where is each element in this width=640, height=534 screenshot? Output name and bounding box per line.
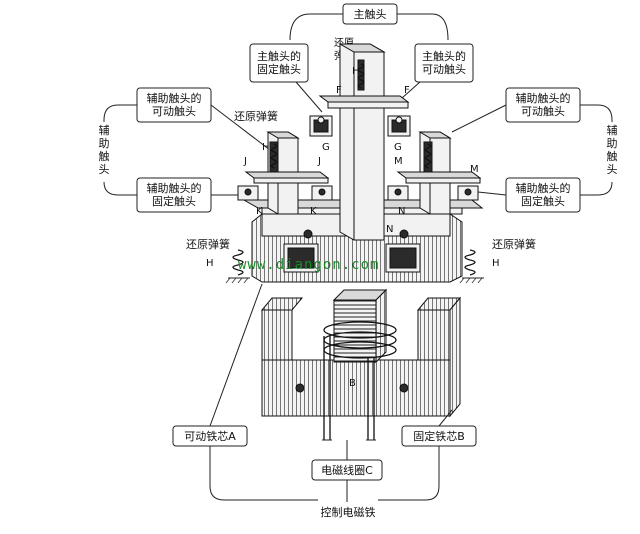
main-contact-label-box <box>342 3 398 25</box>
return-spring-left-label: 还原弹簧 <box>186 237 230 251</box>
letter-N-right: N <box>386 224 393 235</box>
coil-label: 电磁线圈C <box>321 463 373 477</box>
aux-contact-right-bracket: 辅助触头 <box>580 104 622 196</box>
main-fixed-contact-label: 主触头的固定触头 <box>257 49 301 76</box>
letter-B: B <box>349 378 356 389</box>
watermark: www.diangon.com <box>238 257 379 273</box>
fixed-iron-core: B <box>260 296 462 418</box>
main-contact-label: 主触头 <box>354 7 387 21</box>
return-spring-right-label: 还原弹簧 <box>492 237 536 251</box>
control-magnet-label: 控制电磁铁 <box>321 505 376 519</box>
aux-movable-left-callout: 辅助触头的可动触头 <box>136 87 271 151</box>
letter-M-left: M <box>394 156 403 167</box>
main-fixed-contact-callout: 主触头的固定触头 <box>249 43 323 113</box>
letter-H-mid: H <box>262 142 270 153</box>
main-movable-contact-label: 主触头的可动触头 <box>422 49 466 76</box>
fixed-core-label: 固定铁芯B <box>413 429 465 443</box>
aux-fixed-left-callout: 辅助触头的固定触头 <box>136 177 240 213</box>
letter-F-left: F <box>336 85 342 96</box>
letter-F-right: F <box>404 85 410 96</box>
letter-J-left: J <box>243 156 247 167</box>
letter-K-left: K <box>256 206 263 217</box>
aux-contact-left-label: 辅助触头 <box>99 123 110 176</box>
movable-core-callout: 可动铁芯A <box>172 283 263 447</box>
aux-contact-right-label: 辅助触头 <box>607 123 618 176</box>
coil-callout: 电磁线圈C <box>311 440 383 481</box>
electromagnetic-coil <box>322 288 397 441</box>
contact-assembly: H F F G G H J J M <box>225 43 484 284</box>
aux-fixed-right-callout: 辅助触头的固定触头 <box>477 177 581 213</box>
aux-fixed-right-label: 辅助触头的固定触头 <box>516 181 571 208</box>
aux-contact-left-bracket: 辅助触头 <box>94 104 137 196</box>
fixed-core-callout: 固定铁芯B <box>401 409 477 447</box>
movable-core-label: 可动铁芯A <box>184 429 236 443</box>
letter-H-right: H <box>492 258 500 269</box>
letter-M-right: M <box>470 164 479 175</box>
letter-K-right: K <box>310 206 317 217</box>
main-contact-bracket: 主触头 <box>289 3 449 41</box>
aux-fixed-left-label: 辅助触头的固定触头 <box>147 181 202 208</box>
letter-H-top: H <box>352 66 360 77</box>
main-movable-contact-callout: 主触头的可动触头 <box>401 43 474 99</box>
return-spring-mid-label: 还原弹簧 <box>234 109 278 123</box>
control-magnet-bracket: 控制电磁铁 <box>209 446 440 519</box>
letter-N-left: N <box>398 206 405 217</box>
letter-G-left: G <box>322 142 330 153</box>
letter-J-right: J <box>317 156 321 167</box>
aux-movable-right-label: 辅助触头的可动触头 <box>516 91 571 118</box>
letter-H-left: H <box>206 258 214 269</box>
aux-movable-left-label: 辅助触头的可动触头 <box>147 91 202 118</box>
aux-movable-right-callout: 辅助触头的可动触头 <box>451 87 581 133</box>
letter-G-right: G <box>394 142 402 153</box>
